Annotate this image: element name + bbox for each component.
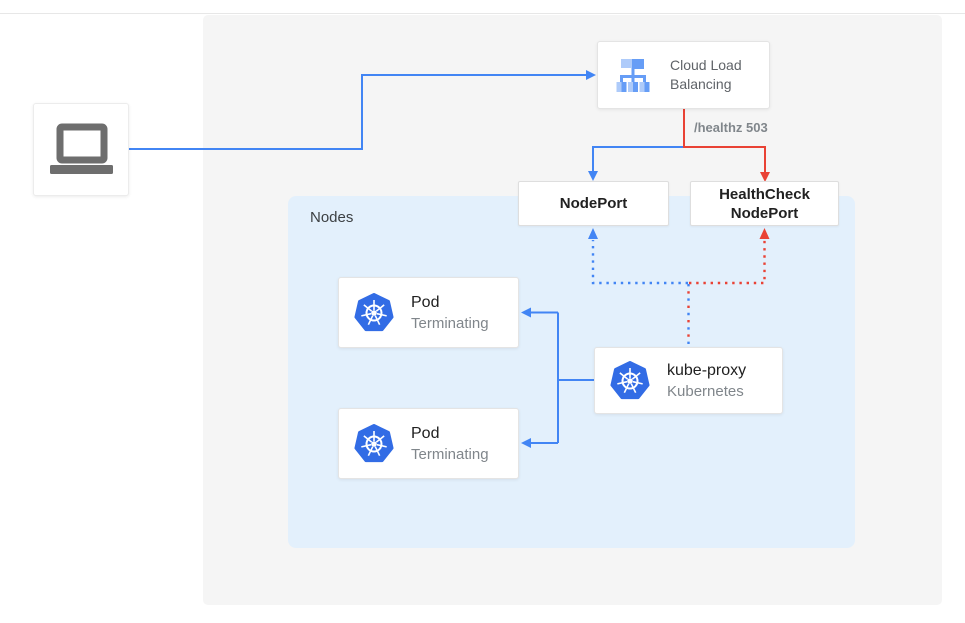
nodeport-box: NodePort	[518, 181, 669, 226]
kube-proxy-title: kube-proxy	[667, 361, 747, 379]
healthz-status-label: /healthz 503	[694, 120, 768, 135]
pod-status: Terminating	[411, 445, 489, 463]
healthcheck-nodeport-label: HealthCheck NodePort	[719, 185, 810, 222]
pod-title: Pod	[411, 293, 440, 311]
pod-card: Pod Terminating	[338, 408, 519, 479]
client-device-card	[33, 103, 129, 196]
kube-proxy-subtitle: Kubernetes	[667, 382, 744, 400]
healthcheck-nodeport-box: HealthCheck NodePort	[690, 181, 839, 226]
pod-title: Pod	[411, 424, 440, 442]
kubernetes-icon	[353, 423, 395, 465]
pod-card: Pod Terminating	[338, 277, 519, 348]
cloud-load-balancing-card: Cloud Load Balancing	[597, 41, 770, 109]
nodes-group-label: Nodes	[310, 209, 354, 226]
top-divider	[0, 13, 965, 14]
kube-proxy-card: kube-proxy Kubernetes	[594, 347, 783, 414]
nodeport-label: NodePort	[559, 195, 628, 212]
kubernetes-icon	[609, 360, 651, 402]
cloud-load-balancing-icon	[612, 54, 654, 96]
laptop-icon	[50, 123, 113, 174]
cloud-load-balancing-label: Cloud Load Balancing	[670, 57, 742, 92]
kubernetes-icon	[353, 292, 395, 334]
pod-status: Terminating	[411, 314, 489, 332]
